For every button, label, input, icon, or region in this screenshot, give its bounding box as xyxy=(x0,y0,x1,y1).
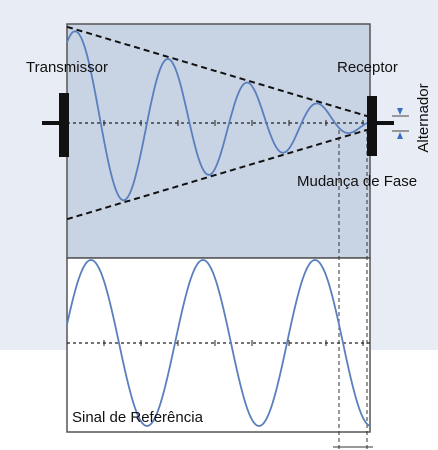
reference-signal-label: Sinal de Referência xyxy=(72,409,204,426)
top-axis xyxy=(67,120,372,126)
envelope-lower xyxy=(66,128,370,221)
envelope-upper xyxy=(66,25,370,118)
reference-wave xyxy=(66,259,371,427)
transmitter-plate-icon xyxy=(42,93,69,157)
top-panel xyxy=(66,23,371,259)
transmitter-label: Transmissor xyxy=(26,59,108,76)
phase-shift-label: Mudança de Fase xyxy=(297,173,417,190)
receiver-plate-icon xyxy=(367,96,394,156)
damped-wave xyxy=(66,30,371,202)
bottom-axis xyxy=(67,340,370,346)
receiver-label: Receptor xyxy=(337,59,398,76)
double-arrow-icon xyxy=(392,108,409,139)
alternator-label: Alternador xyxy=(415,83,432,152)
bottom-panel xyxy=(66,257,371,433)
